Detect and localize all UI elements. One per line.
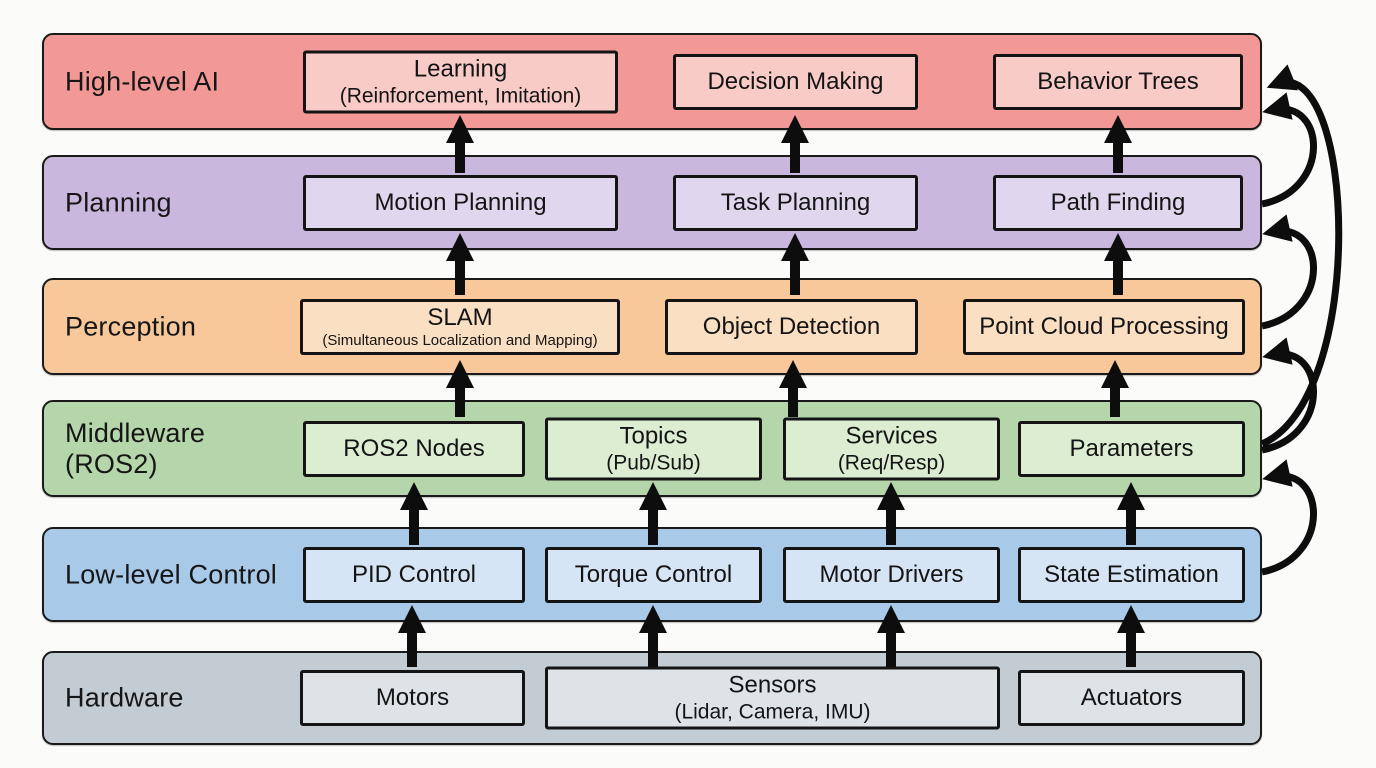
component-box-task-planning: Task Planning <box>673 174 918 231</box>
box-title: PID Control <box>351 560 477 588</box>
layer-row-perception: Perception SLAM (Simultaneous Localizati… <box>42 278 1262 375</box>
layer-label-planning: Planning <box>65 187 172 217</box>
box-title: Motor Drivers <box>819 560 964 588</box>
layer-row-hardware: Hardware Motors Sensors (Lidar, Camera, … <box>42 651 1262 745</box>
box-title: Object Detection <box>702 312 881 340</box>
box-subtitle: (Req/Resp) <box>837 451 946 474</box>
component-box-path-finding: Path Finding <box>993 174 1243 231</box>
box-title: State Estimation <box>1044 560 1219 588</box>
box-title: Task Planning <box>720 188 871 216</box>
box-title: SLAM <box>427 303 493 331</box>
component-box-point-cloud-processing: Point Cloud Processing <box>963 298 1245 355</box>
layer-label-hardware: Hardware <box>65 682 184 713</box>
box-title: Motion Planning <box>374 188 547 216</box>
layer-label-middleware-ros2: Middleware (ROS2) <box>65 417 206 479</box>
box-title: Motors <box>375 684 450 711</box>
box-title: Behavior Trees <box>1037 67 1199 95</box>
feedback-arrow-middleware-to-high-level-ai <box>1260 64 1343 448</box>
layer-row-middleware-ros2: Middleware (ROS2) ROS2 Nodes Topics (Pub… <box>42 400 1262 497</box>
box-subtitle: (Pub/Sub) <box>606 451 701 474</box>
box-subtitle: (Reinforcement, Imitation) <box>339 84 582 107</box>
layer-row-high-level-ai: High-level AI Learning (Reinforcement, I… <box>42 33 1262 130</box>
component-box-topics: Topics (Pub/Sub) <box>545 417 762 480</box>
component-box-slam: SLAM (Simultaneous Localization and Mapp… <box>300 298 620 355</box>
box-title: Torque Control <box>574 560 733 588</box>
box-title: Actuators <box>1080 684 1183 711</box>
box-title: ROS2 Nodes <box>343 434 485 462</box>
box-title: Learning <box>413 55 508 82</box>
component-box-parameters: Parameters <box>1018 420 1245 477</box>
box-title: Topics <box>619 422 688 449</box>
component-box-pid-control: PID Control <box>303 546 525 603</box>
component-box-motion-planning: Motion Planning <box>303 174 618 231</box>
component-box-decision-making: Decision Making <box>673 53 918 110</box>
layer-row-low-level-control: Low-level Control PID Control Torque Con… <box>42 527 1262 622</box>
box-title: Decision Making <box>707 67 884 95</box>
component-box-motor-drivers: Motor Drivers <box>783 546 1000 603</box>
component-box-learning: Learning (Reinforcement, Imitation) <box>303 50 618 113</box>
component-box-ros2-nodes: ROS2 Nodes <box>303 420 525 477</box>
layer-label-high-level-ai: High-level AI <box>65 66 220 96</box>
box-title: Sensors <box>728 671 817 699</box>
box-title: Services <box>845 422 938 449</box>
component-box-motors: Motors <box>300 670 525 726</box>
feedback-arrow-low-level-to-middleware <box>1261 459 1317 576</box>
layer-row-planning: Planning Motion Planning Task Planning P… <box>42 155 1262 250</box>
component-box-state-estimation: State Estimation <box>1018 546 1245 603</box>
feedback-arrow-middleware-to-perception <box>1261 337 1317 454</box>
box-title: Parameters <box>1069 434 1194 462</box>
box-subtitle: (Simultaneous Localization and Mapping) <box>322 331 598 349</box>
component-box-sensors: Sensors (Lidar, Camera, IMU) <box>545 666 1000 730</box>
component-box-torque-control: Torque Control <box>545 546 762 603</box>
component-box-behavior-trees: Behavior Trees <box>993 53 1243 110</box>
box-subtitle: (Lidar, Camera, IMU) <box>674 700 871 724</box>
component-box-services: Services (Req/Resp) <box>783 417 1000 480</box>
feedback-arrow-planning-to-high-level-ai <box>1261 92 1317 208</box>
layer-label-low-level-control: Low-level Control <box>65 559 277 589</box>
component-box-actuators: Actuators <box>1018 670 1245 726</box>
component-box-object-detection: Object Detection <box>665 298 918 355</box>
layer-label-perception: Perception <box>65 311 197 341</box>
box-title: Path Finding <box>1050 188 1186 216</box>
feedback-arrow-perception-to-planning <box>1261 214 1317 330</box>
box-title: Point Cloud Processing <box>979 312 1229 340</box>
